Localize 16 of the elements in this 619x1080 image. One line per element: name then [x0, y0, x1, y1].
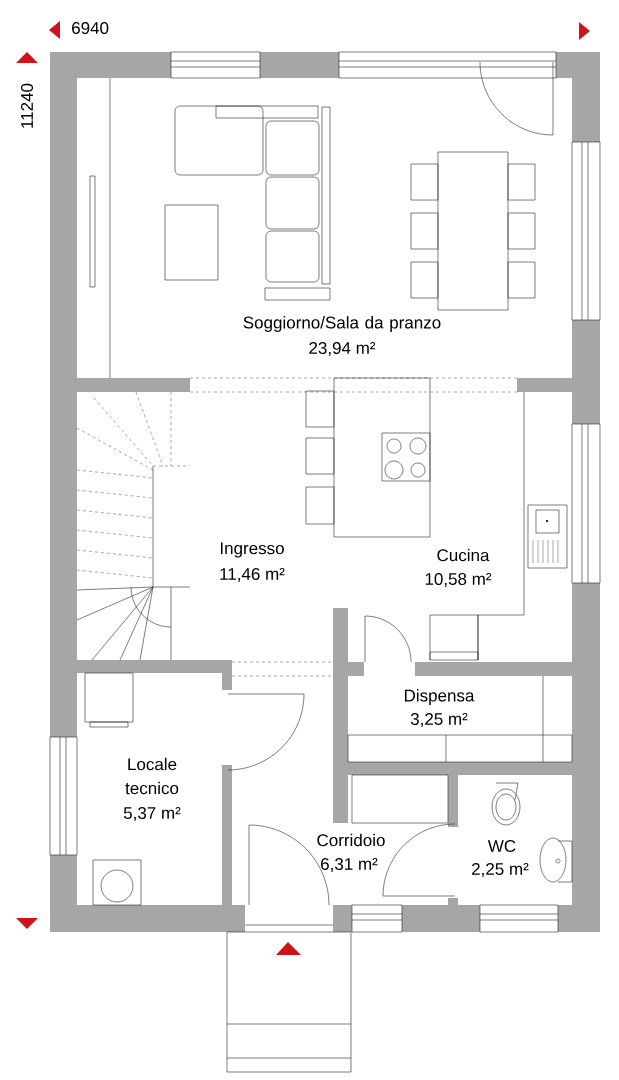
room-name: Cucina [437, 548, 490, 562]
room-name: Locale tecnico [125, 757, 179, 795]
room-area: 23,94 m² [309, 342, 376, 357]
room-name: Ingresso [220, 542, 284, 558]
room-name: Corridoio [317, 833, 385, 847]
room-area: 11,46 m² [220, 568, 285, 583]
dimension-label: 6940 [72, 22, 109, 35]
room-area: 5,37 m² [123, 807, 181, 822]
dimension-label: 11240 [21, 83, 33, 128]
room-name: WC [487, 840, 516, 853]
room-area: 2,25 m² [472, 863, 529, 878]
room-name: Dispensa [404, 689, 475, 705]
room-name: Soggiorno/Sala da pranzo [243, 316, 441, 332]
room-area: 3,25 m² [410, 713, 468, 728]
room-area: 6,31 m² [321, 858, 378, 873]
room-area: 10,58 m² [425, 573, 492, 588]
